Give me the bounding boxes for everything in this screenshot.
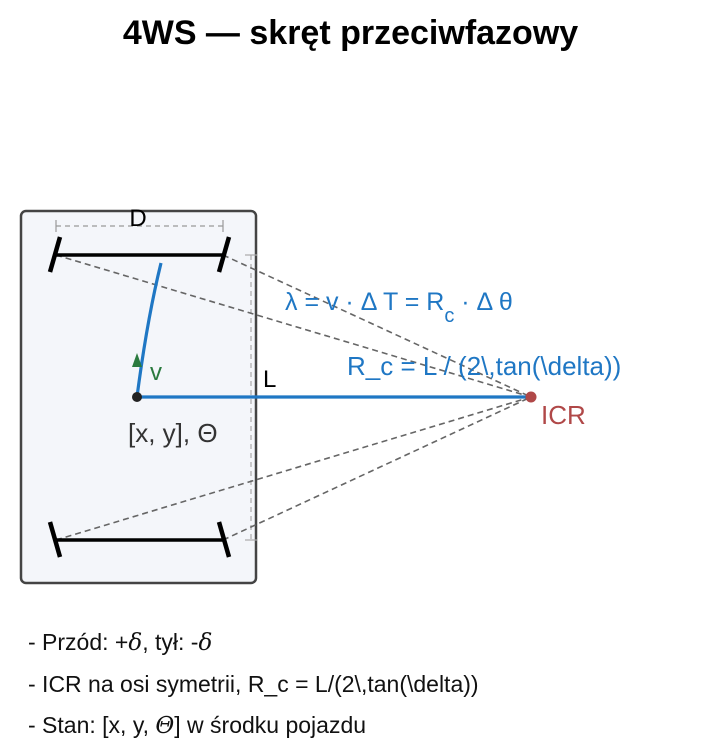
icr-label: ICR (541, 400, 586, 430)
l-label: L (263, 366, 276, 393)
velocity-arrow (132, 353, 142, 367)
note-text: , tył: - (142, 629, 199, 655)
rear-left-wheel (47, 521, 63, 558)
notes-list: - Przód: +δ, tył: -δ - ICR na osi symetr… (28, 622, 479, 747)
rc-equation: R_c = L / (2\,tan(\delta)) (347, 351, 621, 381)
delta-symbol: δ (128, 630, 143, 656)
front-left-wheel (47, 236, 63, 273)
d-label: D (129, 205, 146, 232)
l-dimension (245, 254, 257, 541)
icr-construction-lines (55, 254, 532, 541)
velocity-label: v (150, 359, 162, 386)
rear-right-wheel (216, 521, 232, 558)
state-label: [x, y], Θ (128, 418, 218, 448)
front-right-wheel (216, 236, 232, 273)
trajectory-arc (135, 262, 163, 398)
note-icr: - ICR na osi symetrii, R_c = L/(2\,tan(\… (28, 671, 479, 697)
d-dimension (55, 220, 224, 232)
delta-symbol: δ (198, 630, 213, 656)
note-text: - Przód: + (28, 629, 129, 655)
icr-point (525, 391, 537, 403)
note-state: - Stan: [x, y, Θ] w środku pojazdu (28, 705, 479, 747)
lambda-tail: · Δ θ (454, 288, 512, 316)
note-text: - Stan: [x, y, (28, 712, 156, 738)
vehicle-center-point (132, 392, 142, 402)
diagram-title: 4WS — skręt przeciwfazowy (122, 14, 579, 52)
lambda-main: λ = v · Δ T = R (285, 288, 444, 316)
theta-symbol: Θ (155, 713, 175, 739)
note-text: ] w środku pojazdu (174, 712, 367, 738)
note-front-rear: - Przód: +δ, tył: -δ (28, 622, 479, 664)
lambda-subscript: c (444, 305, 454, 327)
lambda-equation: λ = v · Δ T = Rc · Δ θ (285, 288, 513, 327)
